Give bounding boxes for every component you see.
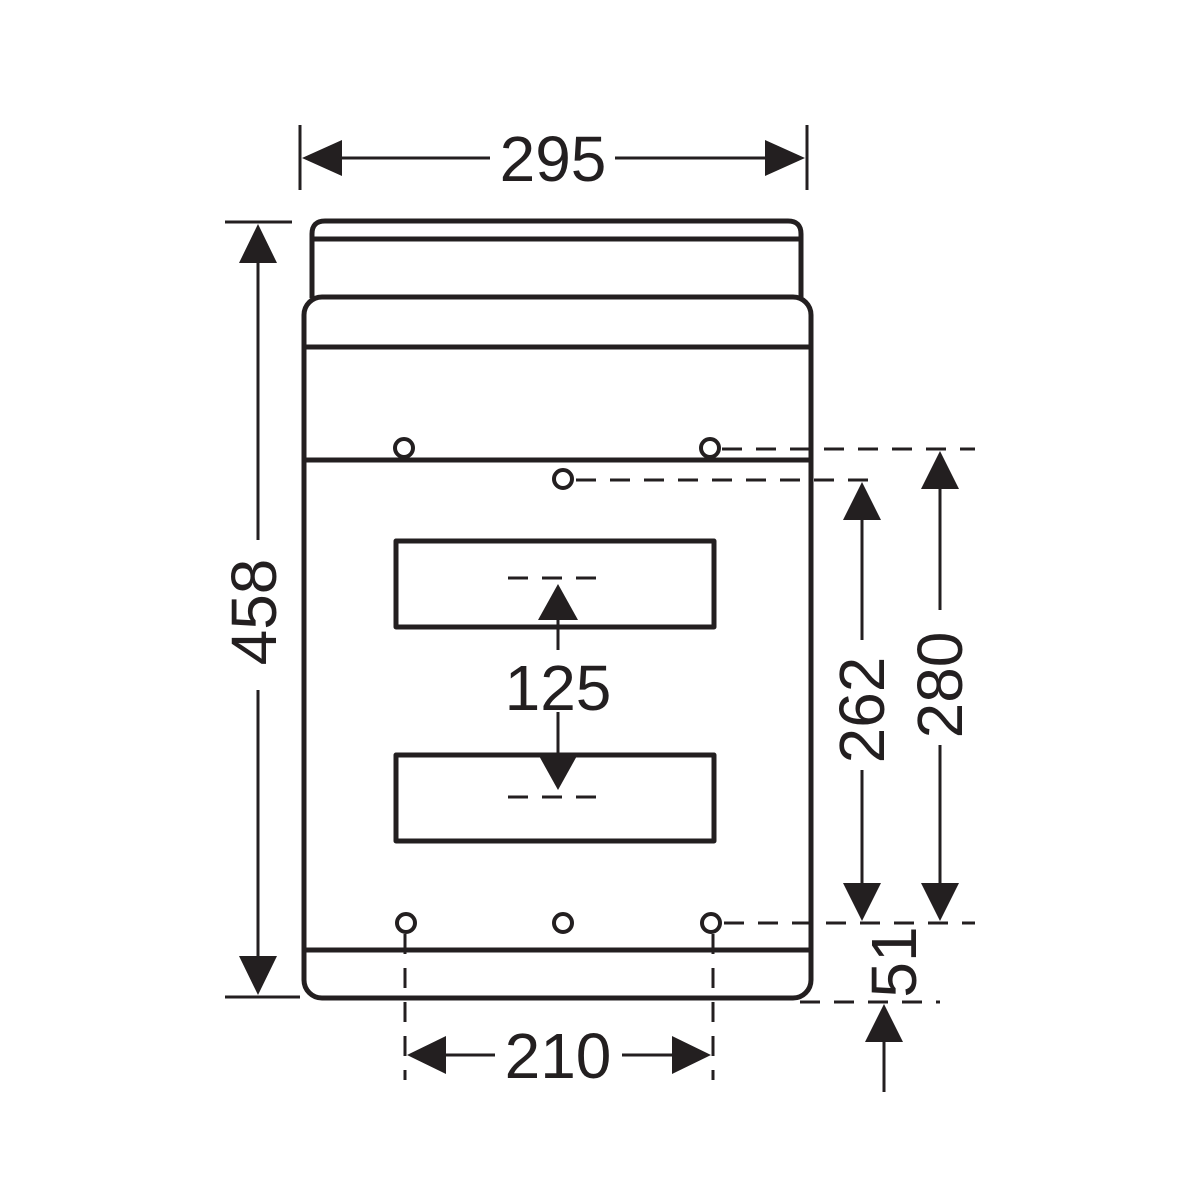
dim-262-arrowhead-bottom [843,883,881,921]
window-pitch-dimension: 125 [505,584,612,790]
width-dimension: 295 [298,123,809,195]
hole-top-right [699,437,721,459]
hole-bottom-center [552,912,574,934]
pitch-arrowhead-down [538,754,578,790]
pitch-arrowhead-up [538,584,578,620]
main-body-outline [301,294,814,1001]
outer-hole-spacing-dimension: 280 [904,451,976,921]
width-dimension-label: 295 [500,123,607,195]
upper-window [393,538,717,630]
horizontal-hole-spacing-label: 210 [505,1020,612,1092]
enclosure-body [301,218,814,1001]
arrowhead-top [239,224,277,263]
mounting-holes [393,437,722,934]
bottom-offset-label: 51 [858,926,930,997]
dim-210-arrowhead-right [672,1036,711,1074]
arrowhead-left [302,140,342,176]
dim-51-arrowhead-up [865,1004,903,1042]
height-dimension-label: 458 [218,559,290,666]
hole-bottom-left [395,912,417,934]
reference-lines [403,447,975,1080]
top-lid [309,218,804,298]
horizontal-hole-spacing-dimension: 210 [407,1020,711,1092]
hole-top-left [393,437,415,459]
inner-hole-spacing-dimension: 262 [826,482,898,921]
height-dimension: 458 [218,220,300,999]
dim-280-arrowhead-bottom [921,883,959,921]
dim-280-arrowhead-top [921,451,959,489]
arrowhead-bottom [239,956,277,995]
hole-top-center [552,468,574,490]
dim-262-arrowhead-top [843,482,881,520]
bottom-offset-dimension: 51 [858,926,930,1092]
arrowhead-right [765,140,805,176]
dim-210-arrowhead-left [407,1036,446,1074]
window-pitch-label: 125 [505,652,612,724]
inner-hole-spacing-label: 262 [826,657,898,764]
hole-bottom-right [700,912,722,934]
outer-hole-spacing-label: 280 [904,632,976,739]
